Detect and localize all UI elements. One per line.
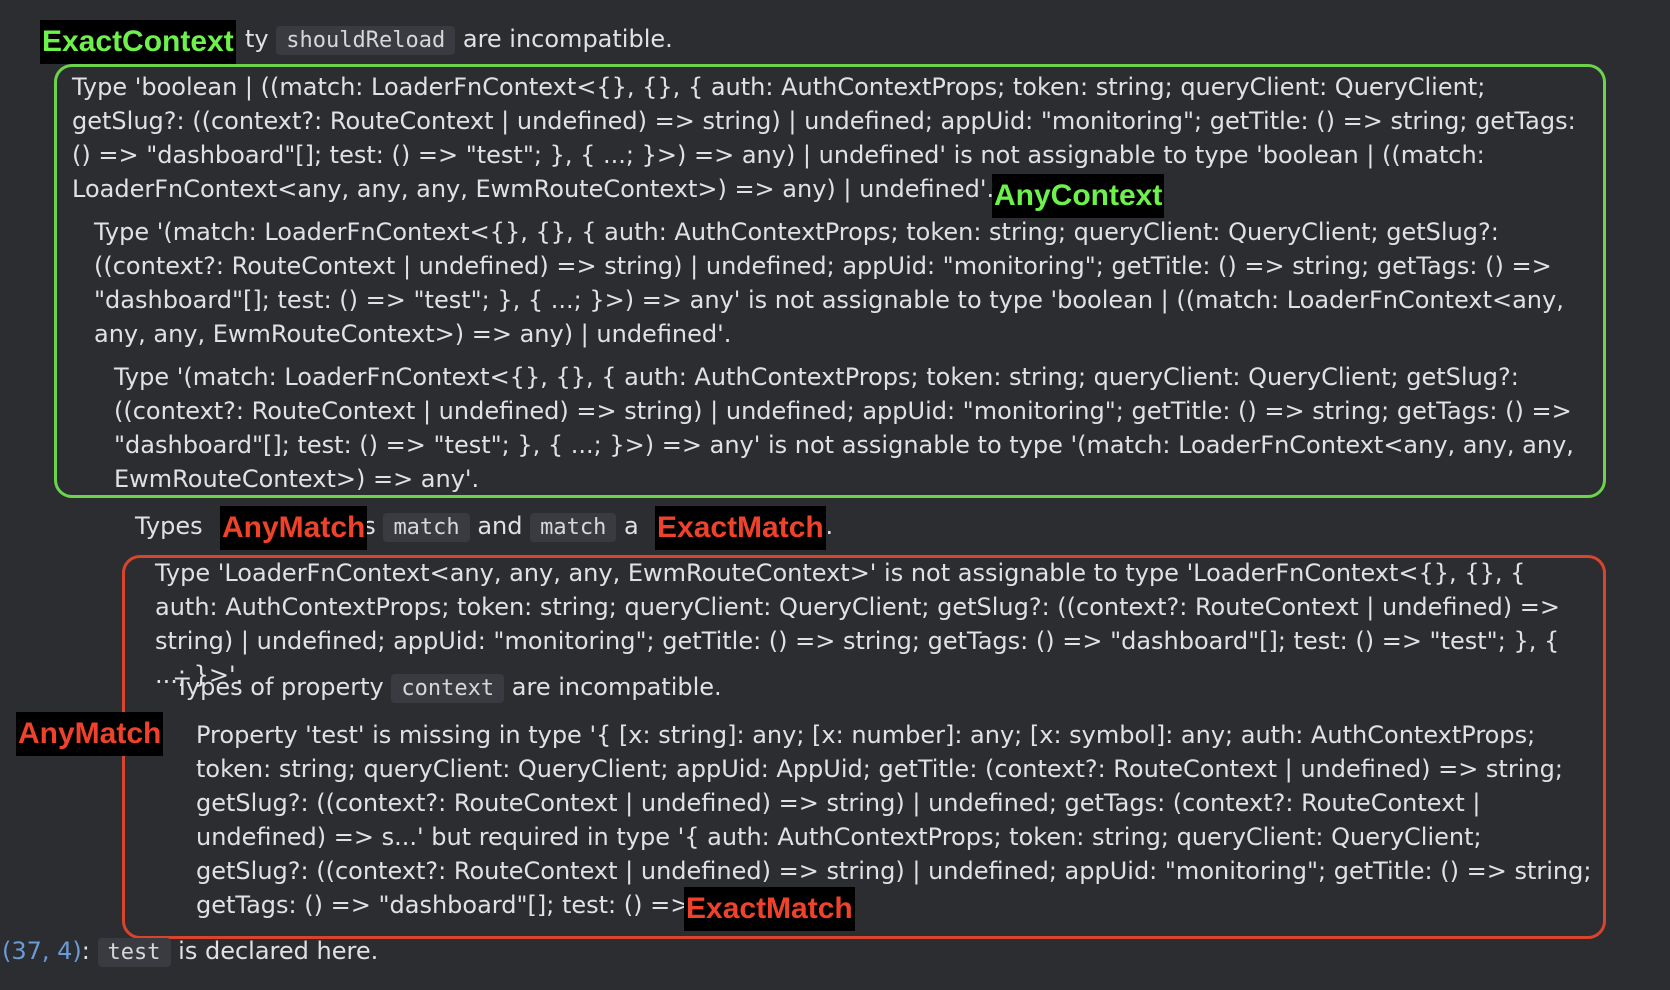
footer-colon: : (81, 937, 90, 965)
tag-exact-match-inline: ExactMatch (655, 506, 826, 550)
tag-any-match-side: AnyMatch (16, 712, 164, 756)
types-and: and (477, 512, 523, 540)
red-l2-suffix: are incompatible. (511, 673, 722, 701)
code-match-1: match (383, 513, 470, 542)
red-error-level2: Types of property context are incompatib… (175, 670, 722, 706)
tag-any-context: AnyContext (992, 174, 1165, 218)
code-match-2: match (530, 513, 617, 542)
footer-suffix: is declared here. (178, 937, 379, 965)
code-test: test (97, 938, 171, 967)
red-error-level1: Type 'LoaderFnContext<any, any, any, Ewm… (155, 559, 1560, 689)
error-header-line: ty shouldReload are incompatible. (245, 22, 673, 58)
tag-exact-context: ExactContext (40, 20, 236, 64)
tag-any-match-inline: AnyMatch (220, 506, 368, 550)
types-prefix: Types (135, 512, 203, 540)
location-link[interactable]: (37, 4) (2, 937, 82, 965)
green-error-level3: Type '(match: LoaderFnContext<{}, {}, { … (114, 363, 1574, 493)
tag-exact-match-bottom: ExactMatch (684, 887, 855, 931)
declared-here-line: (37, 4): test is declared here. (2, 934, 378, 970)
header-suffix: are incompatible. (462, 25, 673, 53)
green-highlight-box (54, 64, 1606, 498)
types-a: a (623, 512, 639, 540)
green-error-level2: Type '(match: LoaderFnContext<{}, {}, { … (94, 218, 1564, 348)
red-error-level3: Property 'test' is missing in type '{ [x… (196, 721, 1592, 919)
code-context: context (391, 674, 505, 703)
header-prefix: ty (245, 25, 269, 53)
code-should-reload: shouldReload (276, 26, 456, 55)
red-l2-prefix: Types of property (175, 673, 384, 701)
green-error-level1: Type 'boolean | ((match: LoaderFnContext… (72, 73, 1576, 203)
